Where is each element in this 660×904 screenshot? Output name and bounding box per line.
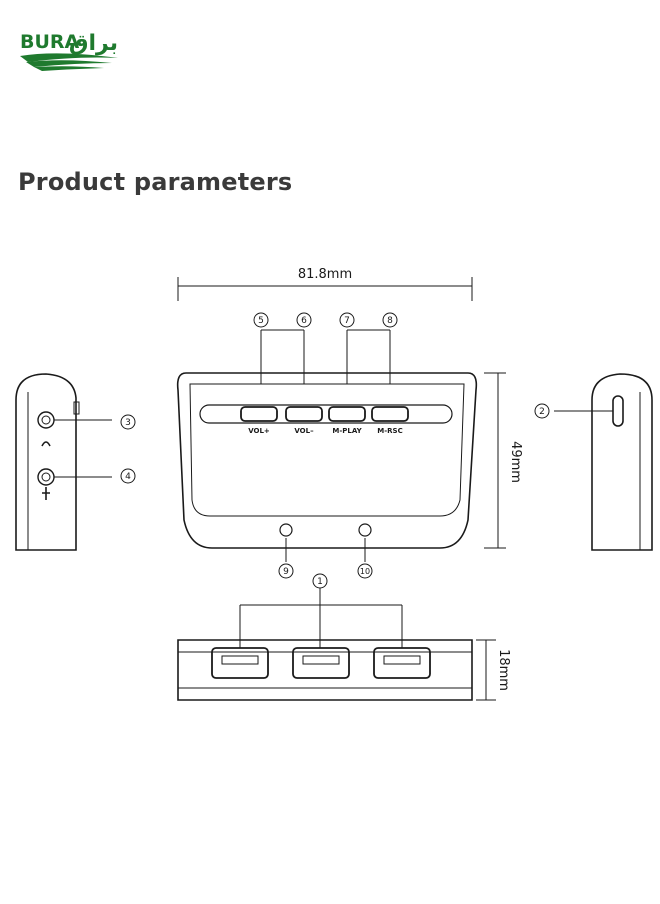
callout-circle-8 [382, 312, 398, 328]
vol-down-label: VOL– [294, 427, 314, 435]
m-rsc-label: M-RSC [377, 427, 402, 435]
width-dimension-label: 81.8mm [298, 267, 352, 282]
callout-circle-1 [312, 573, 328, 589]
height-dimension [484, 372, 506, 549]
callout-number-8: 8 [387, 316, 393, 326]
button-callout-lines [260, 329, 391, 384]
m-play-button-shape [328, 406, 366, 422]
usb-c-port-shape [612, 395, 624, 427]
callout-circle-4 [120, 468, 136, 484]
callout-number-6: 6 [301, 316, 307, 326]
right-side-view [554, 373, 653, 551]
headphone-icon [41, 441, 51, 447]
page-title: Product parameters [18, 168, 293, 196]
callout-circle-10 [357, 563, 373, 579]
headphone-jack-shape [37, 411, 55, 429]
left-side-view [15, 373, 112, 551]
logo-text-latin: BURA [20, 31, 80, 53]
vol-up-label: VOL+ [248, 427, 270, 435]
m-rsc-button-shape [371, 406, 409, 422]
bura-logo: BURA براق [20, 31, 118, 71]
depth-dimension-label: 18mm [496, 649, 511, 691]
callout-circle-9 [278, 563, 294, 579]
usb-port-2-shape [292, 647, 350, 679]
microphone-icon [42, 487, 50, 500]
callout-circle-2 [534, 403, 550, 419]
callout-circle-7 [339, 312, 355, 328]
callout-number-2: 2 [539, 407, 545, 417]
callout-circle-5 [253, 312, 269, 328]
depth-dimension [476, 639, 496, 701]
vol-up-button-shape [240, 406, 278, 422]
callout-number-9: 9 [283, 567, 289, 577]
callout-number-7: 7 [344, 316, 350, 326]
m-play-label: M-PLAY [332, 427, 362, 435]
width-dimension [177, 277, 473, 301]
callout-circle-3 [120, 414, 136, 430]
height-dimension-label: 49mm [508, 441, 523, 483]
bottom-view [177, 588, 473, 701]
led-10-shape [358, 523, 372, 537]
logo-text-arabic: براق [69, 31, 118, 56]
callout-number-10: 10 [360, 567, 370, 576]
front-view [176, 372, 478, 549]
callout-circle-6 [296, 312, 312, 328]
mic-jack-shape [37, 468, 55, 486]
vol-down-button-shape [285, 406, 323, 422]
callout-number-4: 4 [125, 472, 131, 482]
logo-wing-icon [20, 53, 118, 71]
callout-number-5: 5 [258, 316, 264, 326]
callout-number-1: 1 [317, 577, 323, 587]
callout-number-3: 3 [125, 418, 131, 428]
led-9-shape [279, 523, 293, 537]
